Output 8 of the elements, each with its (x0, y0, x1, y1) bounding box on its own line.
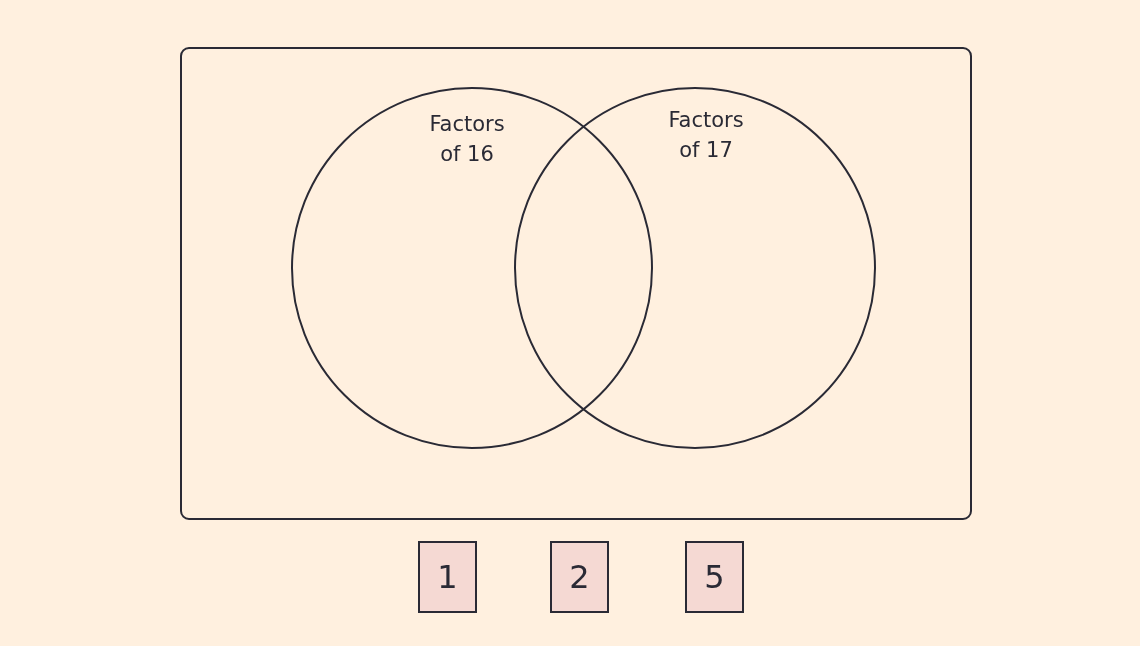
number-card: 2 (550, 541, 609, 613)
set-label: Factors of 16 (428, 111, 506, 168)
venn-circle (514, 87, 876, 449)
venn-circle (291, 87, 653, 449)
universal-set-box (180, 47, 972, 520)
number-card: 5 (685, 541, 744, 613)
set-label: Factors of 17 (667, 107, 745, 164)
number-card: 1 (418, 541, 477, 613)
